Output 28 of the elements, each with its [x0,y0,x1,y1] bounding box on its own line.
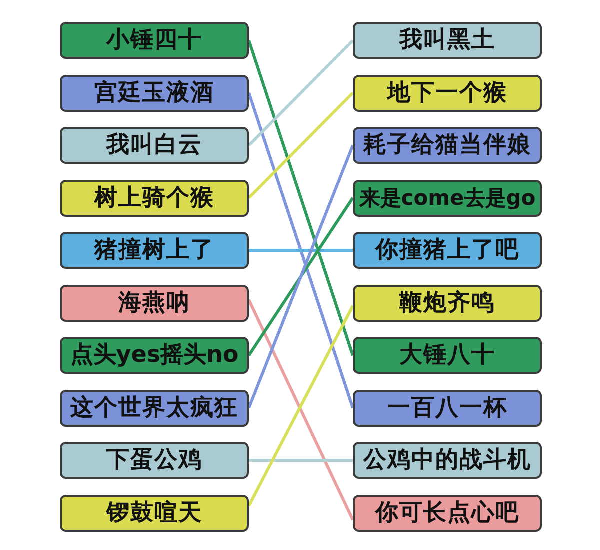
phrase-card: 鞭炮齐鸣 [353,284,542,322]
phrase-card: 地下一个猴 [353,74,542,112]
phrase-card: 海燕呐 [60,284,249,322]
connector-line [249,459,353,462]
phrase-card: 你可长点心吧 [353,494,542,532]
connector-line [248,144,354,409]
phrase-card: 宫廷玉液酒 [60,74,249,112]
phrase-card: 树上骑个猴 [60,180,249,216]
connector-line [248,92,354,408]
phrase-card: 小锤四十 [60,22,249,59]
connector-line [248,39,354,147]
phrase-card: 来是come去是go [353,180,542,216]
phrase-card: 公鸡中的战斗机 [353,442,542,479]
phrase-card: 大锤八十 [353,337,542,374]
connector-line [248,92,354,200]
connector-line [248,197,354,356]
phrase-card: 猪撞树上了 [60,232,249,269]
phrase-card: 一百八一杯 [353,390,542,426]
phrase-card: 锣鼓喧天 [60,494,249,532]
phrase-card: 耗子给猫当伴娘 [353,127,542,164]
connector-line [249,249,353,252]
phrase-card: 点头yes摇头no [60,337,249,374]
phrase-card: 我叫白云 [60,127,249,164]
phrase-card: 我叫黑土 [353,22,542,59]
connector-line [248,40,354,356]
phrase-card: 你撞猪上了吧 [353,232,542,269]
phrase-card: 这个世界太疯狂 [60,390,249,426]
phrase-card: 下蛋公鸡 [60,442,249,479]
